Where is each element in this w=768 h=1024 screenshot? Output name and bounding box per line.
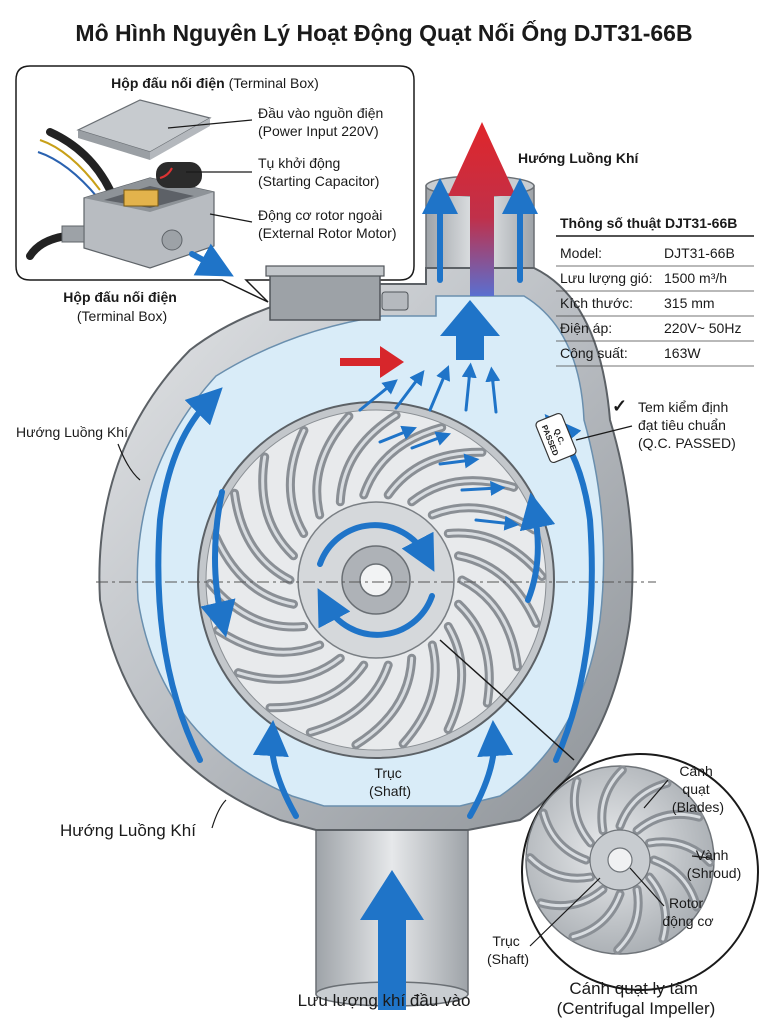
spec-heading: Thông số thuật DJT31-66B <box>560 215 737 231</box>
blades-label: Cánh quạt (Blades) <box>672 763 724 815</box>
impeller-blade-highlight <box>635 812 701 833</box>
rotor-label: Rotor động cơ <box>662 895 713 929</box>
impeller-blade-highlight <box>214 535 295 606</box>
spec-key: Công suất: <box>560 345 628 361</box>
detail-blades <box>525 765 715 955</box>
qc-sticker: Q.C. PASSED <box>535 412 577 464</box>
impeller-blade-highlight <box>600 768 624 833</box>
airflow-left-label: Hướng Luồng Khí <box>16 424 128 440</box>
impeller-blade-highlight <box>616 887 640 952</box>
impeller-blade-highlight <box>457 602 491 705</box>
impeller-blade-highlight <box>460 578 519 669</box>
inset-heading: Hộp đấu nối điện (Terminal Box) <box>111 75 319 91</box>
impeller-blade-highlight <box>362 426 444 497</box>
impeller-blade-highlight <box>647 875 668 941</box>
impeller-blade-highlight <box>528 856 593 880</box>
spec-value: 315 mm <box>664 295 715 311</box>
impeller-blade-highlight <box>571 892 622 939</box>
impeller-blade-highlight <box>401 643 437 746</box>
impeller-detail: Cánh quạt (Blades) Vành (Shroud) Rotor đ… <box>439 639 759 1018</box>
inlet-label: Lưu lượng khí đầu vào <box>298 991 471 1010</box>
impeller-blade-highlight <box>268 663 366 710</box>
terminal-box-inset: Hộp đấu nối điện (Terminal Box) Đầu vào … <box>15 65 415 303</box>
spec-row: Model: DJT31-66B <box>556 245 754 267</box>
spec-value: 163W <box>664 345 701 361</box>
terminal-box-label: Hộp đấu nối điện (Terminal Box) <box>63 289 180 324</box>
power-input-label: Đầu vào nguồn điện (Power Input 220V) <box>258 105 387 139</box>
impeller-blade-highlight <box>457 554 538 625</box>
impeller-caption: Cánh quạt ly tâm (Centrifugal Impeller) <box>557 979 716 1018</box>
shaft-center-label: Trục (Shaft) <box>369 765 411 799</box>
spec-key: Kích thước: <box>560 295 633 311</box>
spec-value: 220V~ 50Hz <box>664 320 741 336</box>
impeller-blade-highlight <box>338 413 398 504</box>
spec-key: Model: <box>560 245 602 261</box>
motor-label: Động cơ rotor ngoài (External Rotor Moto… <box>258 207 396 241</box>
impeller-blade-highlight <box>354 656 414 747</box>
impeller-blade-highlight <box>541 811 588 862</box>
impeller-blade-highlight <box>446 625 464 731</box>
qc-check-icon: ✓ <box>612 396 627 416</box>
impeller-blade-highlight <box>572 779 593 845</box>
spec-value: 1500 m³/h <box>664 270 727 286</box>
impeller-blade-highlight <box>652 858 699 909</box>
shroud-label: Vành (Shroud) <box>687 847 741 881</box>
impeller-blade-highlight <box>233 491 292 582</box>
airflow-top-label: Hướng Luồng Khí <box>518 150 640 166</box>
fan-housing: Q.C. PASSED <box>96 122 656 1010</box>
detail-shaft-label: Trục (Shaft) <box>487 933 529 967</box>
spec-table: Thông số thuật DJT31-66B Model: DJT31-66B… <box>556 215 754 367</box>
spec-key: Lưu lượng gió: <box>560 270 653 286</box>
diagram-title: Mô Hình Nguyên Lý Hoạt Động Quạt Nối Ống… <box>75 19 692 46</box>
impeller-blade-highlight <box>288 429 306 535</box>
impeller-blade-highlight <box>446 531 544 578</box>
impeller-blade-highlight <box>386 450 484 497</box>
impeller-blade-highlight <box>261 455 295 558</box>
spec-row: Công suất: 163W <box>556 345 754 367</box>
spec-value: DJT31-66B <box>664 245 735 261</box>
impeller-blade-highlight <box>236 656 342 681</box>
spec-row: Điện áp: 220V~ 50Hz <box>556 320 754 342</box>
qc-label: Tem kiểm định đạt tiêu chuẩn (Q.C. PASSE… <box>638 399 736 451</box>
impeller-blade-highlight <box>315 414 351 517</box>
airflow-lower-left-label: Hướng Luồng Khí <box>60 821 196 840</box>
impeller-blade-highlight <box>308 663 390 734</box>
impeller-blade-highlight <box>618 781 669 828</box>
capacitor-label: Tụ khởi động (Starting Capacitor) <box>258 155 379 189</box>
spec-row: Kích thước: 315 mm <box>556 295 754 317</box>
spec-key: Điện áp: <box>560 320 612 336</box>
spec-row: Lưu lượng gió: 1500 m³/h <box>556 270 754 292</box>
